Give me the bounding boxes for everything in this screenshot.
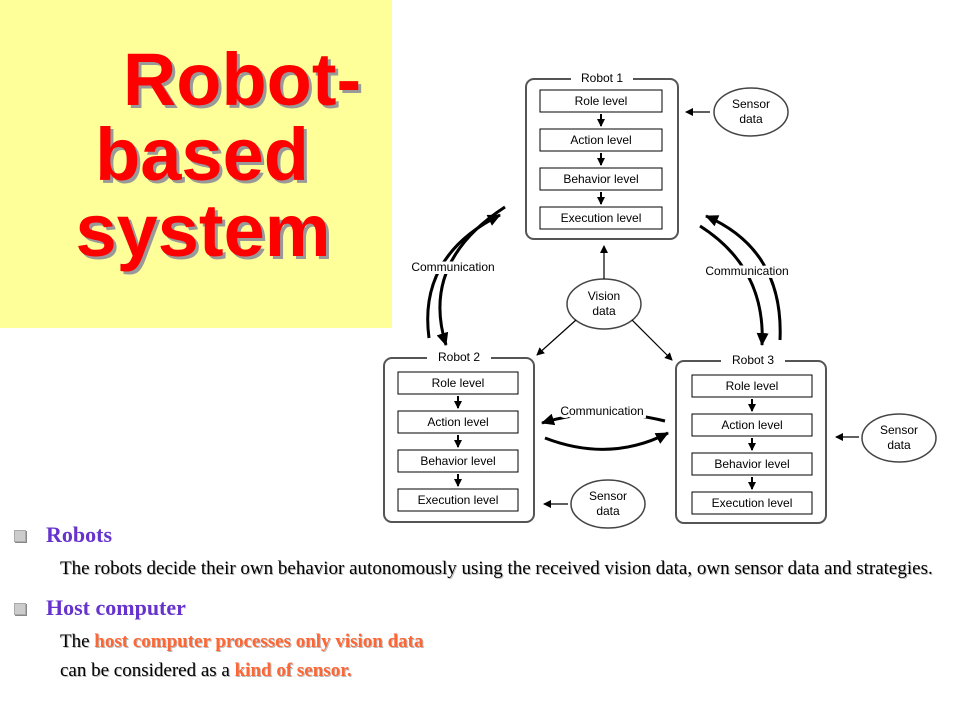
communication-label-left: Communication: [411, 260, 494, 274]
page-title: Robot- based system: [0, 38, 450, 272]
bullet-host-line-1: The host computer processes only vision …: [60, 631, 944, 654]
svg-text:Sensor: Sensor: [589, 489, 627, 503]
bullet-heading-host: Host computer: [46, 594, 186, 620]
bullet-host-computer: Host computer: [14, 593, 944, 623]
robot-2-behavior-level: Behavior level: [420, 454, 495, 468]
bullet-list: Robots The robots decide their own behav…: [14, 520, 944, 682]
svg-text:data: data: [739, 112, 763, 126]
bullet-robots-text: The robots decide their own behavior aut…: [60, 558, 933, 579]
host-line-2-text: can be considered as a: [60, 659, 235, 681]
svg-text:Communication: Communication: [705, 264, 788, 278]
host-line-1-text: The: [60, 630, 95, 652]
robot-2-execution-level: Execution level: [418, 493, 499, 507]
communication-label-bottom: Communication: [560, 404, 643, 418]
robot-3-role-level: Role level: [726, 379, 779, 393]
bullet-robots: Robots: [14, 520, 944, 550]
svg-text:data: data: [596, 504, 620, 518]
robot-2-title: Robot 2: [438, 350, 480, 364]
host-line-1-highlight: host computer processes only vision data: [94, 630, 424, 652]
svg-text:data: data: [592, 304, 616, 318]
robot-1-action-level: Action level: [570, 133, 631, 147]
robot-2-action-level: Action level: [427, 415, 488, 429]
robot-1-title: Robot 1: [581, 71, 623, 85]
svg-text:data: data: [887, 438, 911, 452]
communication-label-right: Communication: [705, 264, 788, 278]
host-line-2-highlight: kind of sensor.: [234, 659, 352, 681]
svg-text:Sensor: Sensor: [880, 423, 918, 437]
robot-3-execution-level: Execution level: [712, 496, 793, 510]
vision-data: Vision data: [536, 245, 673, 361]
bullet-square-icon: [14, 530, 26, 542]
bullet-square-icon: [14, 602, 26, 615]
robot-3-behavior-level: Behavior level: [714, 457, 789, 471]
robot-3-box: Robot 3 Role level Action level Behavior…: [675, 352, 827, 524]
sensor-data-robot-3: Sensor data: [835, 413, 937, 463]
communication-1-3: Communication Communication: [699, 214, 792, 346]
bullet-heading-robots: Robots: [46, 522, 113, 547]
robot-1-behavior-level: Behavior level: [563, 172, 638, 186]
communication-1-2: Communication Communication: [408, 205, 506, 346]
sensor-data-robot-1: Sensor data: [685, 87, 789, 137]
svg-text:Communication: Communication: [411, 260, 494, 274]
communication-2-3: Communication Communication: [541, 401, 669, 451]
svg-text:Vision: Vision: [588, 289, 620, 303]
robot-3-action-level: Action level: [721, 418, 782, 432]
title-line-2: based: [95, 113, 309, 197]
robot-3-title: Robot 3: [732, 353, 774, 367]
title-background: [0, 0, 392, 328]
robot-1-role-level: Role level: [575, 94, 628, 108]
robot-2-box: Robot 2 Role level Action level Behavior…: [383, 349, 535, 523]
robot-1-box: Robot 1 Role level Action level Behavior…: [525, 70, 679, 240]
svg-text:Communication: Communication: [560, 404, 643, 418]
title-line-3: system: [75, 188, 331, 272]
robot-1-execution-level: Execution level: [561, 211, 642, 225]
bullet-host-line-2: can be considered as a kind of sensor.: [60, 660, 944, 683]
svg-text:Sensor: Sensor: [732, 97, 770, 111]
robot-2-role-level: Role level: [432, 376, 485, 390]
title-line-1: Robot-: [122, 38, 362, 121]
sensor-data-robot-2: Sensor data: [543, 479, 646, 529]
